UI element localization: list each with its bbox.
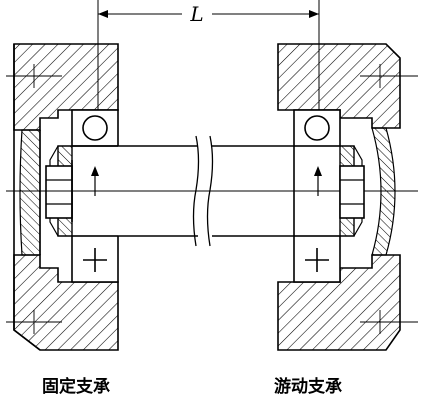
floating-support-caption: 游动支承 (274, 377, 342, 397)
right-bearing (293, 109, 341, 283)
shaft (6, 135, 418, 247)
fixed-support-caption: 固定支承 (42, 377, 110, 397)
dimension-l: L (97, 0, 320, 130)
left-housing (6, 43, 119, 351)
right-locknut (339, 145, 365, 237)
dimension-label: L (189, 2, 203, 26)
left-bearing (71, 109, 119, 283)
